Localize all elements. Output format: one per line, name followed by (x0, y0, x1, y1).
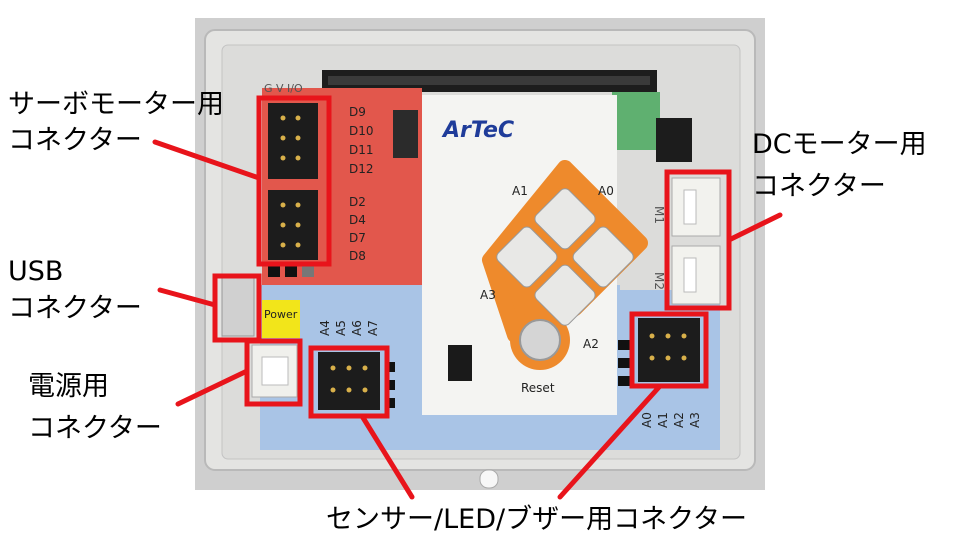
label-dc-line1: DCモーター用 (752, 129, 927, 160)
logo-text: ArTeC (443, 118, 515, 143)
callout-analog (557, 383, 663, 500)
button-label-a0: A0 (598, 184, 614, 198)
button-label-a2: A2 (583, 337, 599, 351)
analog-label-a2: A2 (672, 412, 686, 428)
analog-label-a5: A5 (334, 320, 348, 336)
callout-servo (152, 139, 262, 181)
pin-label-d12: D12 (349, 162, 374, 176)
power-label: Power (264, 308, 298, 321)
callout-usb (157, 287, 218, 308)
analog-label-a7: A7 (366, 320, 380, 336)
callout-sensor (359, 413, 415, 500)
sensor-header (318, 352, 380, 410)
button-label-a3: A3 (480, 288, 496, 302)
keypad (496, 188, 634, 326)
chip (448, 345, 472, 381)
analog-label-a6: A6 (350, 320, 364, 336)
label-servo-line1: サーボモーター用 (8, 89, 224, 120)
highlight-usb (212, 273, 262, 343)
highlight-analog (629, 311, 709, 389)
analog-label-a3: A3 (688, 412, 702, 428)
header-gvio-label: G V I/O (264, 82, 303, 95)
pin-label-d11: D11 (349, 143, 374, 157)
callout-power (175, 368, 250, 407)
analog-label-a4: A4 (318, 320, 332, 336)
pin-label-d7: D7 (349, 231, 366, 245)
usb-port (221, 277, 255, 337)
green-zone (612, 92, 660, 150)
label-servo-line2: コネクター (8, 125, 142, 156)
reset-label: Reset (521, 381, 555, 395)
pin-label-d4: D4 (349, 213, 366, 227)
motor-label-m1: M1 (652, 206, 666, 224)
label-sensor: センサー/LED/ブザー用コネクター (326, 504, 748, 535)
analog-label-a0: A0 (640, 412, 654, 428)
label-power-line1: 電源用 (28, 371, 109, 402)
analog-label-a1: A1 (656, 412, 670, 428)
label-usb-line2: コネクター (8, 293, 142, 324)
button-label-a1: A1 (512, 184, 528, 198)
label-usb-line1: USB (8, 256, 64, 287)
label-power-line2: コネクター (28, 413, 162, 444)
motor-label-m2: M2 (652, 272, 666, 290)
analog-header (638, 318, 700, 382)
pin-label-d10: D10 (349, 124, 374, 138)
pin-label-d8: D8 (349, 249, 366, 263)
label-dc-line2: コネクター (752, 171, 886, 202)
callout-dc (726, 212, 783, 243)
highlight-sensor (308, 345, 390, 419)
power-block (262, 300, 300, 338)
highlight-servo (256, 95, 332, 267)
pin-label-d2: D2 (349, 195, 366, 209)
pin-label-d9: D9 (349, 105, 366, 119)
